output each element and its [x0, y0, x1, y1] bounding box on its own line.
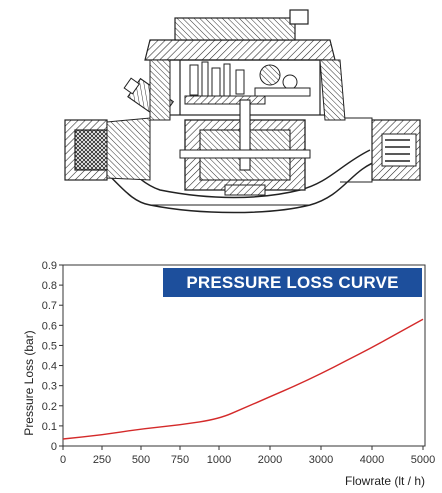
y-tick-label: 0.5 [42, 340, 57, 352]
x-tick-label: 750 [171, 454, 189, 466]
x-tick-label: 250 [93, 454, 111, 466]
y-tick-label: 0 [51, 441, 57, 453]
pressure-loss-chart: PRESSURE LOSS CURVE 00.10.20.30.40.50.60… [22, 260, 435, 488]
y-tick-label: 0.3 [42, 381, 57, 393]
y-axis-ticks: 0 0.1 0.2 0.3 0.4 0.5 0.6 0.7 0.8 0.9 [42, 260, 63, 453]
x-axis-ticks: 0 250 500 750 1000 2000 3000 4000 5000 [60, 446, 435, 466]
y-axis-label: Pressure Loss (bar) [22, 330, 36, 435]
y-tick-label: 0.8 [42, 280, 57, 292]
y-tick-label: 0.7 [42, 300, 57, 312]
x-tick-label: 3000 [309, 454, 333, 466]
inlet-connector [64, 117, 151, 181]
measuring-chamber [179, 99, 311, 196]
gear-train [184, 61, 311, 105]
x-axis-label: Flowrate (lt / h) [345, 474, 425, 488]
outlet-connector [340, 117, 421, 183]
water-meter-cross-section-illustration [64, 9, 421, 214]
x-tick-label: 1000 [207, 454, 231, 466]
x-tick-label: 5000 [411, 454, 435, 466]
x-tick-label: 4000 [360, 454, 384, 466]
pressure-loss-line [62, 318, 424, 440]
x-tick-label: 0 [60, 454, 66, 466]
y-tick-label: 0.2 [42, 401, 57, 413]
y-tick-label: 0.4 [42, 361, 57, 373]
chart-title-banner [163, 268, 422, 297]
chart-title: PRESSURE LOSS CURVE [186, 273, 398, 292]
register-housing [144, 9, 346, 121]
y-tick-label: 0.6 [42, 320, 57, 332]
y-tick-label: 0.9 [42, 260, 57, 272]
x-tick-label: 2000 [258, 454, 282, 466]
y-tick-label: 0.1 [42, 421, 57, 433]
x-tick-label: 500 [132, 454, 150, 466]
